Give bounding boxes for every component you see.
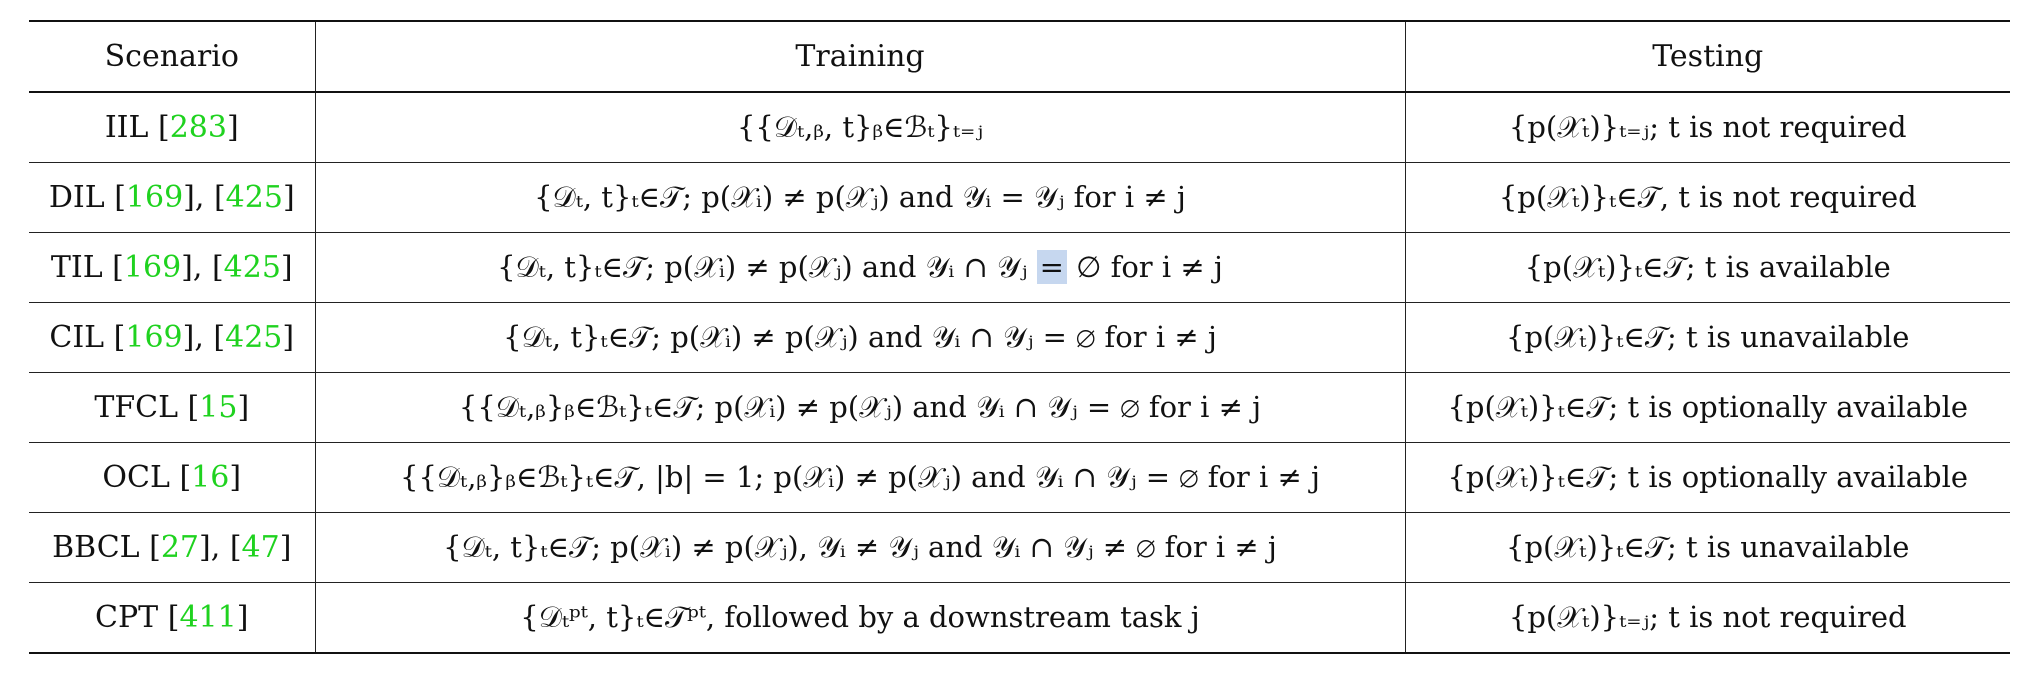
training-cell: {𝒟ₜ, t}ₜ∈𝒯; p(𝒳ᵢ) ≠ p(𝒳ⱼ) and 𝒴ᵢ ∩ 𝒴ⱼ = … bbox=[314, 232, 1405, 303]
citation-link[interactable]: 15 bbox=[199, 390, 238, 425]
citation-link[interactable]: 425 bbox=[223, 250, 281, 285]
testing-cell: {p(𝒳ₜ)}ₜ∈𝒯; t is optionally available bbox=[1404, 442, 2010, 513]
table-row: TFCL [15] {{𝒟ₜ,ᵦ}ᵦ∈ℬₜ}ₜ∈𝒯; p(𝒳ᵢ) ≠ p(𝒳ⱼ) … bbox=[29, 372, 2010, 443]
testing-cell: {p(𝒳ₜ)}ₜ∈𝒯; t is available bbox=[1404, 232, 2010, 303]
training-cell: {{𝒟ₜ,ᵦ, t}ᵦ∈ℬₜ}ₜ₌ⱼ bbox=[314, 92, 1405, 163]
table-header: Scenario Training Testing bbox=[29, 21, 2010, 92]
training-formula: {𝒟ₜ, t}ₜ∈𝒯; p(𝒳ᵢ) ≠ p(𝒳ⱼ), 𝒴ᵢ ≠ 𝒴ⱼ and 𝒴… bbox=[443, 530, 1277, 564]
table-row: CIL [169], [425] {𝒟ₜ, t}ₜ∈𝒯; p(𝒳ᵢ) ≠ p(𝒳ⱼ… bbox=[29, 302, 2010, 373]
testing-cell: {p(𝒳ₜ)}ₜ∈𝒯; t is optionally available bbox=[1404, 372, 2010, 443]
table-row: TIL [169], [425] {𝒟ₜ, t}ₜ∈𝒯; p(𝒳ᵢ) ≠ p(𝒳ⱼ… bbox=[29, 232, 2010, 303]
scenario-name: CIL bbox=[49, 320, 105, 355]
scenario-cell: TFCL [15] bbox=[94, 390, 250, 425]
scenario-cell: IIL [283] bbox=[104, 110, 239, 145]
training-formula: ∅ for i ≠ j bbox=[1066, 250, 1223, 284]
citation-link[interactable]: 169 bbox=[125, 320, 183, 355]
citation-link[interactable]: 425 bbox=[225, 180, 283, 215]
scenario-name: OCL bbox=[102, 460, 170, 495]
training-cell: {{𝒟ₜ,ᵦ}ᵦ∈ℬₜ}ₜ∈𝒯, |b| = 1; p(𝒳ᵢ) ≠ p(𝒳ⱼ) … bbox=[314, 442, 1405, 513]
training-cell: {{𝒟ₜ,ᵦ}ᵦ∈ℬₜ}ₜ∈𝒯; p(𝒳ᵢ) ≠ p(𝒳ⱼ) and 𝒴ᵢ ∩ … bbox=[314, 372, 1405, 443]
scenario-cell: OCL [16] bbox=[102, 460, 242, 495]
scenario-name: CPT bbox=[95, 600, 159, 635]
citation-link[interactable]: 16 bbox=[191, 460, 230, 495]
training-cell: {𝒟ₜ, t}ₜ∈𝒯; p(𝒳ᵢ) ≠ p(𝒳ⱼ) and 𝒴ᵢ ∩ 𝒴ⱼ = … bbox=[314, 302, 1405, 373]
training-formula: {{𝒟ₜ,ᵦ}ᵦ∈ℬₜ}ₜ∈𝒯; p(𝒳ᵢ) ≠ p(𝒳ⱼ) and 𝒴ᵢ ∩ … bbox=[458, 390, 1262, 424]
header-row: Scenario Training Testing bbox=[29, 21, 2010, 92]
training-cell: {𝒟ₜᵖᵗ, t}ₜ∈𝒯ᵖᵗ, followed by a downstream… bbox=[314, 582, 1405, 653]
table-row: BBCL [27], [47] {𝒟ₜ, t}ₜ∈𝒯; p(𝒳ᵢ) ≠ p(𝒳ⱼ)… bbox=[29, 512, 2010, 583]
scenario-name: TFCL bbox=[94, 390, 179, 425]
comparison-table-container: Scenario Training Testing IIL [283] {{𝒟ₜ,… bbox=[29, 20, 2010, 654]
citation-link[interactable]: 169 bbox=[125, 180, 184, 215]
header-scenario: Scenario bbox=[104, 39, 239, 74]
citation-link[interactable]: 411 bbox=[179, 600, 237, 635]
scenario-cell: TIL [169], [425] bbox=[50, 250, 293, 285]
testing-cell: {p(𝒳ₜ)}ₜ∈𝒯; t is unavailable bbox=[1404, 302, 2010, 373]
table-row: DIL [169], [425] {𝒟ₜ, t}ₜ∈𝒯; p(𝒳ᵢ) ≠ p(𝒳ⱼ… bbox=[29, 162, 2010, 233]
header-training: Training bbox=[314, 21, 1405, 92]
scenario-cell: DIL [169], [425] bbox=[48, 180, 295, 215]
training-formula: {𝒟ₜ, t}ₜ∈𝒯; p(𝒳ᵢ) ≠ p(𝒳ⱼ) and 𝒴ᵢ ∩ 𝒴ⱼ bbox=[497, 250, 1037, 284]
scenario-cell: CPT [411] bbox=[95, 600, 249, 635]
training-formula: {𝒟ₜ, t}ₜ∈𝒯; p(𝒳ᵢ) ≠ p(𝒳ⱼ) and 𝒴ᵢ = 𝒴ⱼ fo… bbox=[534, 180, 1186, 214]
table-row: CPT [411] {𝒟ₜᵖᵗ, t}ₜ∈𝒯ᵖᵗ, followed by a d… bbox=[29, 582, 2010, 653]
highlighted-symbol: = bbox=[1036, 250, 1067, 284]
testing-cell: {p(𝒳ₜ)}ₜ∈𝒯; t is unavailable bbox=[1404, 512, 2010, 583]
citation-link[interactable]: 425 bbox=[225, 320, 283, 355]
citation-link[interactable]: 283 bbox=[169, 110, 227, 145]
testing-cell: {p(𝒳ₜ)}ₜ₌ⱼ; t is not required bbox=[1404, 92, 2010, 163]
scenario-cell: CIL [169], [425] bbox=[49, 320, 295, 355]
training-cell: {𝒟ₜ, t}ₜ∈𝒯; p(𝒳ᵢ) ≠ p(𝒳ⱼ), 𝒴ᵢ ≠ 𝒴ⱼ and 𝒴… bbox=[314, 512, 1405, 583]
training-formula: {{𝒟ₜ,ᵦ}ᵦ∈ℬₜ}ₜ∈𝒯, |b| = 1; p(𝒳ᵢ) ≠ p(𝒳ⱼ) … bbox=[400, 460, 1320, 494]
training-cell: {𝒟ₜ, t}ₜ∈𝒯; p(𝒳ᵢ) ≠ p(𝒳ⱼ) and 𝒴ᵢ = 𝒴ⱼ fo… bbox=[314, 162, 1405, 233]
scenario-name: DIL bbox=[48, 180, 105, 215]
testing-cell: {p(𝒳ₜ)}ₜ∈𝒯, t is not required bbox=[1404, 162, 2010, 233]
citation-link[interactable]: 47 bbox=[241, 530, 280, 565]
scenario-comparison-table: Scenario Training Testing IIL [283] {{𝒟ₜ,… bbox=[29, 20, 2010, 654]
scenario-cell: BBCL [27], [47] bbox=[52, 530, 292, 565]
citation-link[interactable]: 169 bbox=[123, 250, 182, 285]
training-formula: {𝒟ₜᵖᵗ, t}ₜ∈𝒯ᵖᵗ, followed by a downstream… bbox=[520, 600, 1200, 634]
scenario-name: BBCL bbox=[52, 530, 140, 565]
training-formula: {𝒟ₜ, t}ₜ∈𝒯; p(𝒳ᵢ) ≠ p(𝒳ⱼ) and 𝒴ᵢ ∩ 𝒴ⱼ = … bbox=[503, 320, 1217, 354]
scenario-name: IIL bbox=[104, 110, 149, 145]
testing-cell: {p(𝒳ₜ)}ₜ₌ⱼ; t is not required bbox=[1404, 582, 2010, 653]
table-body: IIL [283] {{𝒟ₜ,ᵦ, t}ᵦ∈ℬₜ}ₜ₌ⱼ {p(𝒳ₜ)}ₜ₌ⱼ; t… bbox=[29, 92, 2010, 653]
training-formula: {{𝒟ₜ,ᵦ, t}ᵦ∈ℬₜ}ₜ₌ⱼ bbox=[736, 110, 984, 144]
scenario-name: TIL bbox=[50, 250, 103, 285]
table-row: IIL [283] {{𝒟ₜ,ᵦ, t}ᵦ∈ℬₜ}ₜ₌ⱼ {p(𝒳ₜ)}ₜ₌ⱼ; t… bbox=[29, 92, 2010, 163]
citation-link[interactable]: 27 bbox=[160, 530, 200, 565]
header-testing: Testing bbox=[1404, 21, 2010, 92]
table-row: OCL [16] {{𝒟ₜ,ᵦ}ᵦ∈ℬₜ}ₜ∈𝒯, |b| = 1; p(𝒳ᵢ) … bbox=[29, 442, 2010, 513]
